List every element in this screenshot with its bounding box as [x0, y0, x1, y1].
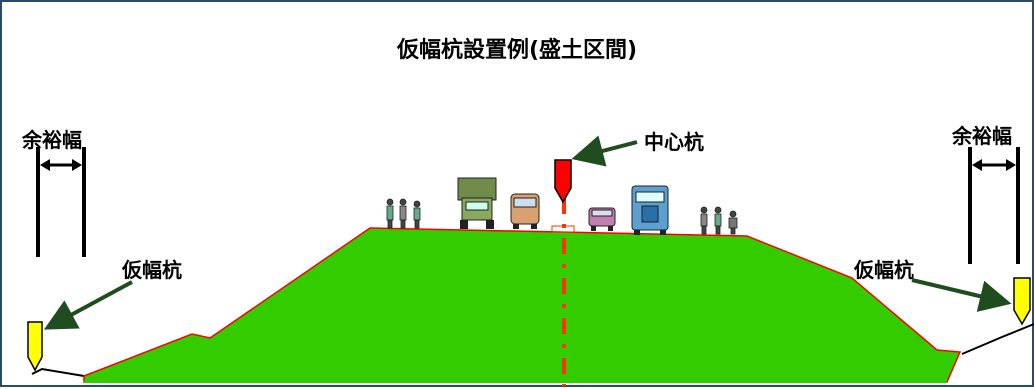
- temp-stake-right: [1013, 277, 1031, 326]
- center-stake-arrow: [571, 135, 638, 167]
- margin-label-left: 余裕幅: [22, 128, 82, 152]
- center-line-marker: [551, 225, 575, 233]
- truck-icon: [457, 177, 497, 229]
- pedestrian-icon: [386, 198, 421, 229]
- temp-stake-left: [27, 321, 43, 372]
- margin-bracket-right: [968, 147, 1020, 264]
- ground-line-right: [961, 323, 1034, 355]
- ground-line-left: [31, 367, 85, 377]
- temp-stake-label-right: 仮幅杭: [854, 258, 914, 282]
- center-stake: [554, 159, 572, 204]
- temp-stake-arrow-right: [911, 278, 1012, 312]
- van-icon: [510, 193, 540, 229]
- center-stake-label: 中心杭: [644, 130, 704, 154]
- pedestrian-icon: [700, 206, 738, 235]
- embankment: [83, 227, 962, 383]
- temp-stake-label-left: 仮幅杭: [122, 258, 182, 282]
- margin-bracket-left: [36, 147, 86, 257]
- bus-icon: [631, 185, 669, 235]
- car-icon: [588, 207, 616, 231]
- margin-label-right: 余裕幅: [952, 124, 1012, 148]
- temp-stake-arrow-left: [43, 280, 133, 330]
- diagram-title: 仮幅杭設置例(盛土区間): [396, 38, 638, 63]
